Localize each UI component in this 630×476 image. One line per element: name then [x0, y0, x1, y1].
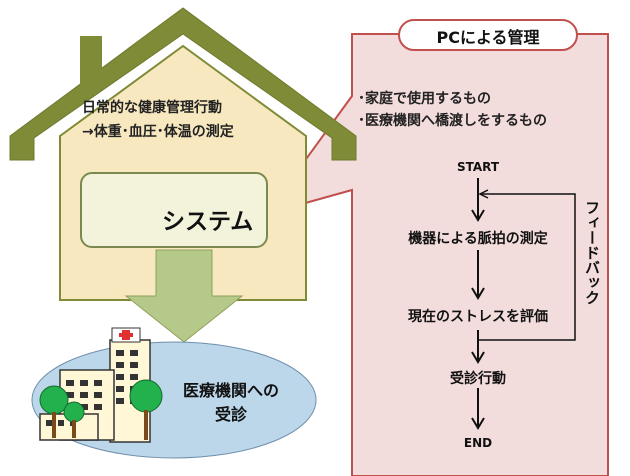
- house-text-line1: 日常的な健康管理行動: [82, 100, 222, 116]
- flow-step-evaluate: 現在のストレスを評価: [408, 309, 548, 325]
- system-box: [80, 172, 268, 248]
- flow-step-consult: 受診行動: [450, 371, 506, 387]
- feedback-loop: [478, 189, 576, 341]
- panel-title-box: [398, 19, 578, 51]
- bullet-item-2: ･医療機関へ橋渡しをするもの: [358, 113, 547, 129]
- hospital-label-line2: 受診: [214, 405, 247, 424]
- flow-arrows: [471, 178, 485, 430]
- flow-step-measure: 機器による脈拍の測定: [408, 231, 548, 247]
- flow-start: START: [456, 160, 500, 174]
- panel-title: PCによる管理: [436, 28, 540, 47]
- house-chimney: [80, 36, 102, 86]
- flow-end: END: [463, 436, 493, 450]
- bullet-item-1: ･家庭で使用するもの: [358, 91, 491, 107]
- down-arrow: [124, 249, 244, 343]
- hospital-label-line1: 医療機関への: [182, 381, 279, 400]
- house-text-line2: →体重･血圧･体温の測定: [82, 124, 234, 140]
- house-roof: [9, 7, 357, 161]
- tree-icon: [39, 379, 163, 440]
- feedback-label: フィードバック: [583, 200, 601, 305]
- system-label: システム: [162, 209, 254, 235]
